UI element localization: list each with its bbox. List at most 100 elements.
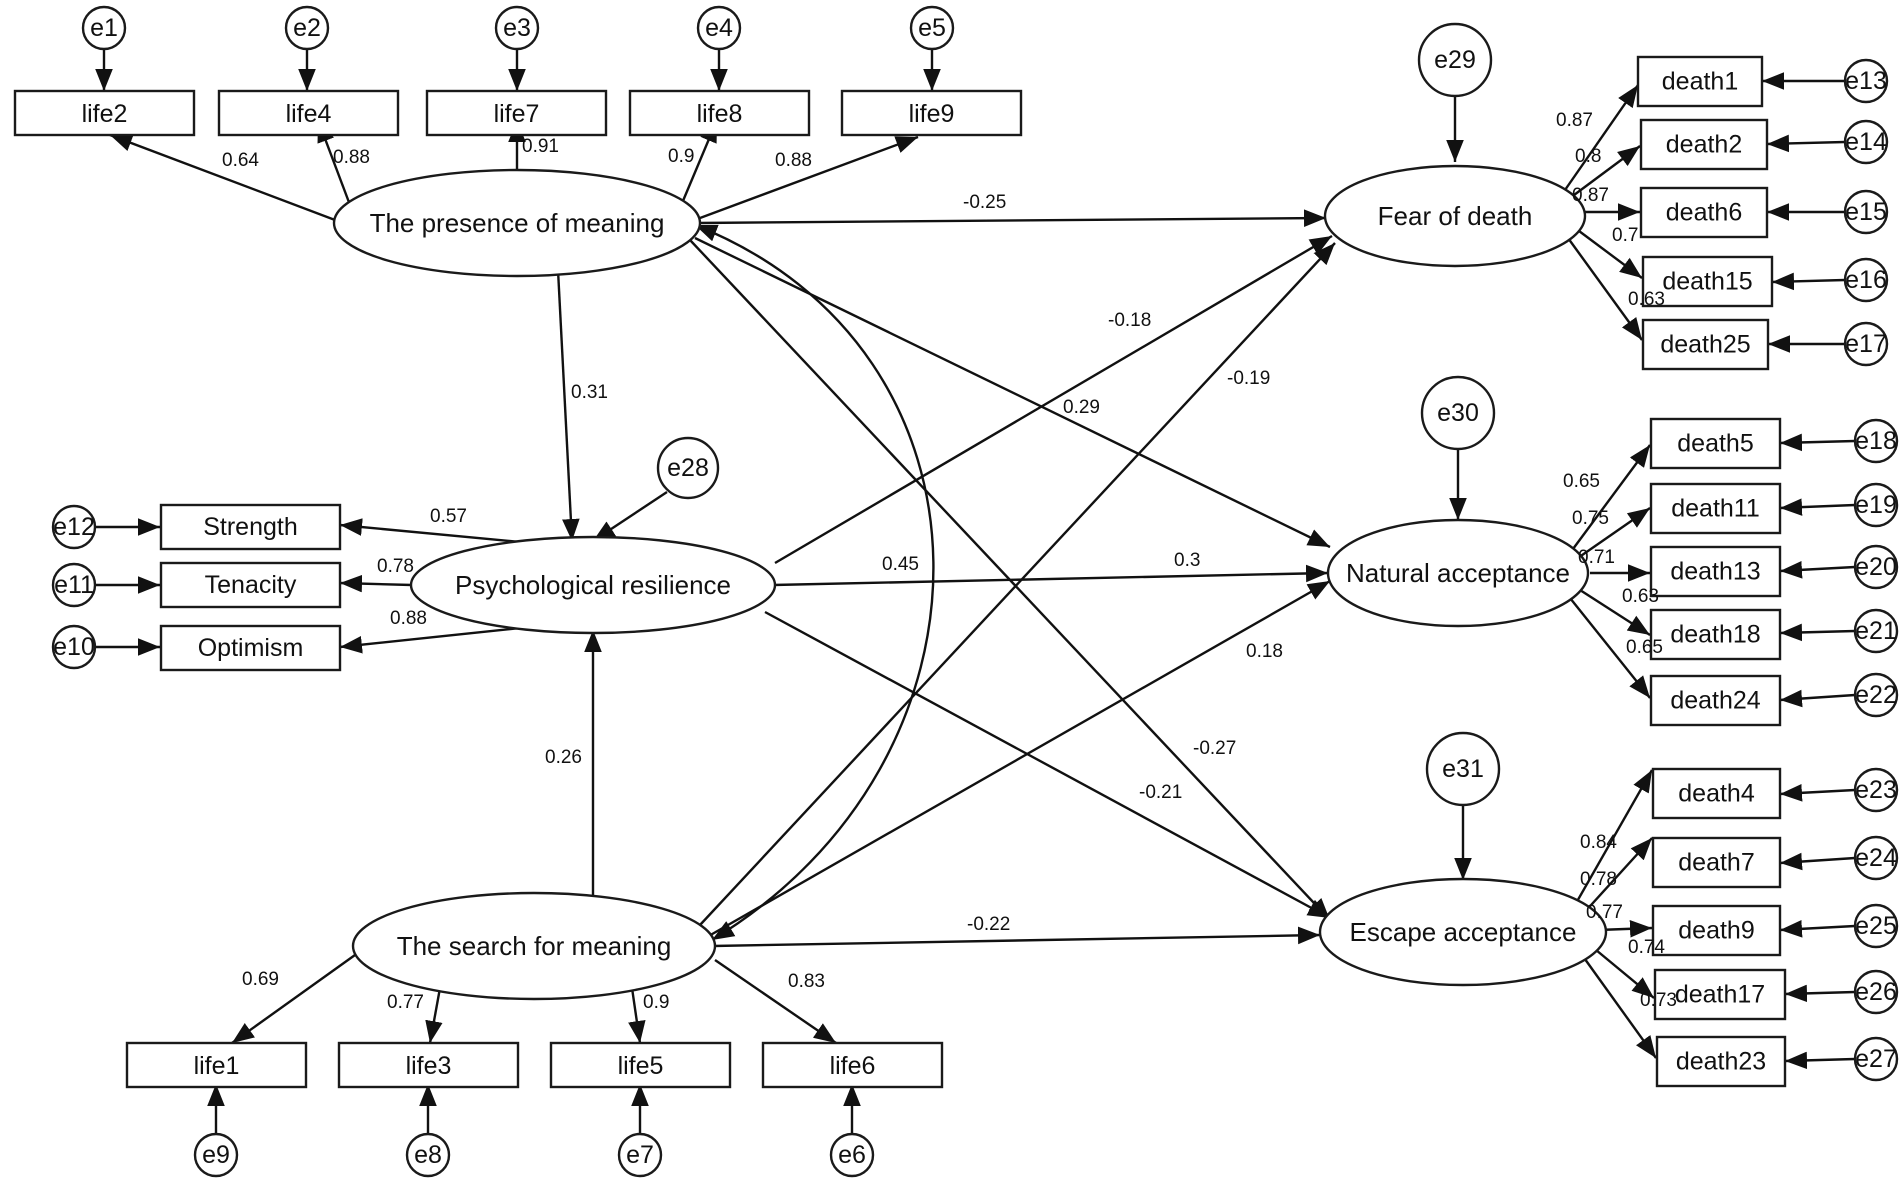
arrow-e25-death9 bbox=[1779, 920, 1856, 938]
label-search: The search for meaning bbox=[397, 931, 672, 961]
path-resilience-natural bbox=[772, 564, 1329, 587]
loading-escape-death9: 0.77 bbox=[1586, 902, 1623, 923]
error-e19: e19 bbox=[1853, 482, 1899, 528]
error-e6: e6 bbox=[829, 1132, 875, 1178]
arrow-resilience-optimism bbox=[339, 626, 521, 654]
arrow-escape-death7 bbox=[1581, 837, 1653, 916]
loading-presence-life7: 0.91 bbox=[522, 136, 559, 157]
loading-resilience-strength: 0.57 bbox=[430, 506, 467, 527]
coef-presence-resilience: 0.31 bbox=[571, 382, 608, 403]
loading-escape-death23: 0.73 bbox=[1640, 990, 1677, 1011]
label-death5: death5 bbox=[1677, 430, 1753, 458]
label-e20: e20 bbox=[1855, 553, 1897, 581]
path-search-natural bbox=[706, 579, 1331, 939]
label-life9: life9 bbox=[909, 100, 955, 128]
latent-presence: The presence of meaning bbox=[332, 168, 702, 278]
label-death15: death15 bbox=[1662, 268, 1752, 296]
loading-escape-death17: 0.74 bbox=[1628, 937, 1665, 958]
label-e13: e13 bbox=[1845, 67, 1887, 95]
arrow-search-life5 bbox=[628, 987, 646, 1044]
path-search-escape bbox=[712, 926, 1321, 948]
loading-search-life5: 0.9 bbox=[643, 992, 669, 1013]
box-optimism: Optimism bbox=[159, 624, 342, 672]
label-e16: e16 bbox=[1845, 266, 1887, 294]
box-life8: life8 bbox=[628, 89, 811, 137]
label-life4: life4 bbox=[286, 100, 332, 128]
box-tenacity: Tenacity bbox=[159, 561, 342, 609]
arrow-e26-death17 bbox=[1784, 984, 1856, 1003]
label-e23: e23 bbox=[1855, 776, 1897, 804]
box-death15: death15 bbox=[1641, 255, 1774, 308]
label-death23: death23 bbox=[1676, 1048, 1766, 1076]
error-e16: e16 bbox=[1843, 257, 1889, 303]
label-life5: life5 bbox=[618, 1052, 664, 1080]
label-e4: e4 bbox=[705, 14, 733, 42]
label-life8: life8 bbox=[697, 100, 743, 128]
error-terms: e1 e2 e3 e4 e5 e9 e8 e7 e6 e12 e11 e10 e… bbox=[51, 5, 1899, 1178]
coef-resilience-fear: -0.18 bbox=[1108, 310, 1151, 331]
label-life2: life2 bbox=[82, 100, 128, 128]
loading-natural-death13: 0.71 bbox=[1578, 547, 1615, 568]
arrow-search-life3 bbox=[425, 987, 443, 1044]
label-e17: e17 bbox=[1845, 330, 1887, 358]
error-e11: e11 bbox=[51, 562, 97, 608]
loading-presence-life4: 0.88 bbox=[333, 147, 370, 168]
arrow-e28-resilience bbox=[592, 490, 668, 543]
box-death25: death25 bbox=[1641, 318, 1770, 371]
latent-variables: The presence of meaning The search for m… bbox=[332, 164, 1608, 1001]
arrow-natural-death5 bbox=[1569, 444, 1651, 554]
arrow-e23-death4 bbox=[1779, 784, 1856, 802]
loading-natural-death11: 0.75 bbox=[1572, 508, 1609, 529]
error-e29: e29 bbox=[1417, 22, 1493, 98]
loading-fear-death25: 0.63 bbox=[1628, 289, 1665, 310]
label-e9: e9 bbox=[202, 1141, 230, 1169]
error-e14: e14 bbox=[1843, 119, 1889, 165]
error-e21: e21 bbox=[1853, 608, 1899, 654]
error-e25: e25 bbox=[1853, 903, 1899, 949]
error-e30: e30 bbox=[1420, 375, 1496, 451]
latent-resilience: Psychological resilience bbox=[409, 535, 777, 635]
box-life7: life7 bbox=[425, 89, 608, 137]
arrow-natural-death18 bbox=[1579, 588, 1651, 637]
error-e17: e17 bbox=[1843, 321, 1889, 367]
latent-escape: Escape acceptance bbox=[1318, 877, 1608, 987]
loading-presence-life9: 0.88 bbox=[775, 150, 812, 171]
label-e7: e7 bbox=[626, 1141, 654, 1169]
arrow-e24-death7 bbox=[1779, 852, 1856, 871]
arrow-e22-death24 bbox=[1779, 689, 1856, 708]
box-life4: life4 bbox=[217, 89, 400, 137]
coef-presence-fear: -0.25 bbox=[963, 192, 1006, 213]
arrow-fear-death2 bbox=[1569, 145, 1641, 199]
coef-presence-escape: -0.27 bbox=[1193, 738, 1236, 759]
label-escape: Escape acceptance bbox=[1350, 917, 1577, 947]
label-resilience: Psychological resilience bbox=[455, 570, 731, 600]
edges bbox=[95, 49, 1856, 1133]
loading-presence-life2: 0.64 bbox=[222, 150, 259, 171]
error-e27: e27 bbox=[1853, 1036, 1899, 1082]
arrow-escape-death23 bbox=[1581, 954, 1657, 1059]
label-e10: e10 bbox=[53, 633, 95, 661]
label-death17: death17 bbox=[1675, 981, 1765, 1009]
label-e6: e6 bbox=[838, 1141, 866, 1169]
label-life1: life1 bbox=[194, 1052, 240, 1080]
error-e22: e22 bbox=[1853, 672, 1899, 718]
arrow-e18-death5 bbox=[1779, 433, 1856, 452]
box-death23: death23 bbox=[1655, 1035, 1787, 1088]
error-e3: e3 bbox=[494, 5, 540, 51]
path-search-fear bbox=[699, 242, 1336, 926]
label-e19: e19 bbox=[1855, 491, 1897, 519]
label-death9: death9 bbox=[1678, 917, 1754, 945]
box-death11: death11 bbox=[1649, 482, 1782, 535]
loading-presence-life8: 0.9 bbox=[668, 146, 694, 167]
box-death18: death18 bbox=[1649, 608, 1782, 661]
label-death24: death24 bbox=[1670, 687, 1760, 715]
label-death25: death25 bbox=[1660, 331, 1750, 359]
box-strength: Strength bbox=[159, 503, 342, 551]
arrow-e14-death2 bbox=[1766, 134, 1846, 153]
box-death5: death5 bbox=[1649, 417, 1782, 470]
loading-natural-death5: 0.65 bbox=[1563, 471, 1600, 492]
box-life3: life3 bbox=[337, 1041, 520, 1089]
arrow-fear-death25 bbox=[1567, 237, 1643, 341]
loading-search-life6: 0.83 bbox=[788, 971, 825, 992]
